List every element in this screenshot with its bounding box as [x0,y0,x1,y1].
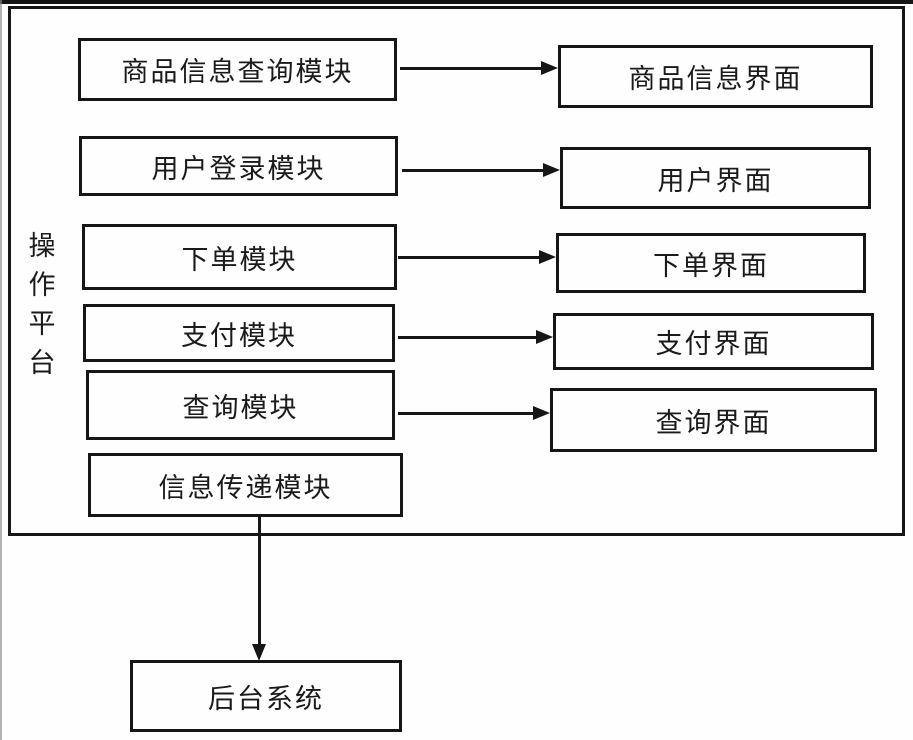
module-label: 信息传递模块 [158,472,333,503]
arrow-query-to-query-interface [398,406,550,420]
arrow-order-to-order-interface [398,250,556,264]
module-box-order: 下单模块 [82,224,397,290]
interface-box-query: 查询界面 [550,388,877,452]
interface-label: 下单界面 [653,250,769,281]
interface-label: 用户界面 [657,165,774,196]
module-box-user-login: 用户登录模块 [79,136,398,196]
platform-label: 操作平台 [28,231,56,379]
module-label: 商品信息查询模块 [121,57,354,87]
figure-left-edge-line [0,0,2,740]
arrow-payment-to-payment-interface [398,330,553,344]
module-box-product-info-query: 商品信息查询模块 [78,38,397,101]
interface-label: 商品信息界面 [628,64,803,94]
arrow-product-query-to-product-interface [400,61,558,75]
arrow-info-transfer-to-backend [252,517,266,661]
arrow-login-to-user-interface [402,163,560,177]
module-label: 下单模块 [181,244,298,275]
interface-label: 支付界面 [655,329,772,359]
module-box-payment: 支付模块 [83,304,395,362]
operating-platform-container: 操作平台 商品信息查询模块 用户登录模块 下单模块 支付模块 查询模块 信息传递… [8,6,905,536]
interface-box-product-info: 商品信息界面 [558,45,873,108]
module-label: 用户登录模块 [151,153,326,184]
interface-box-payment: 支付界面 [553,313,874,370]
interface-box-order: 下单界面 [556,233,866,293]
interface-label: 查询界面 [655,407,772,438]
figure-top-edge-line [0,0,913,4]
backend-label: 后台系统 [208,683,324,714]
module-label: 查询模块 [182,392,299,423]
module-box-info-transfer: 信息传递模块 [88,453,403,517]
interface-box-user: 用户界面 [560,147,871,209]
module-label: 支付模块 [181,320,297,351]
module-box-query: 查询模块 [86,370,395,440]
backend-system-box: 后台系统 [130,660,402,732]
